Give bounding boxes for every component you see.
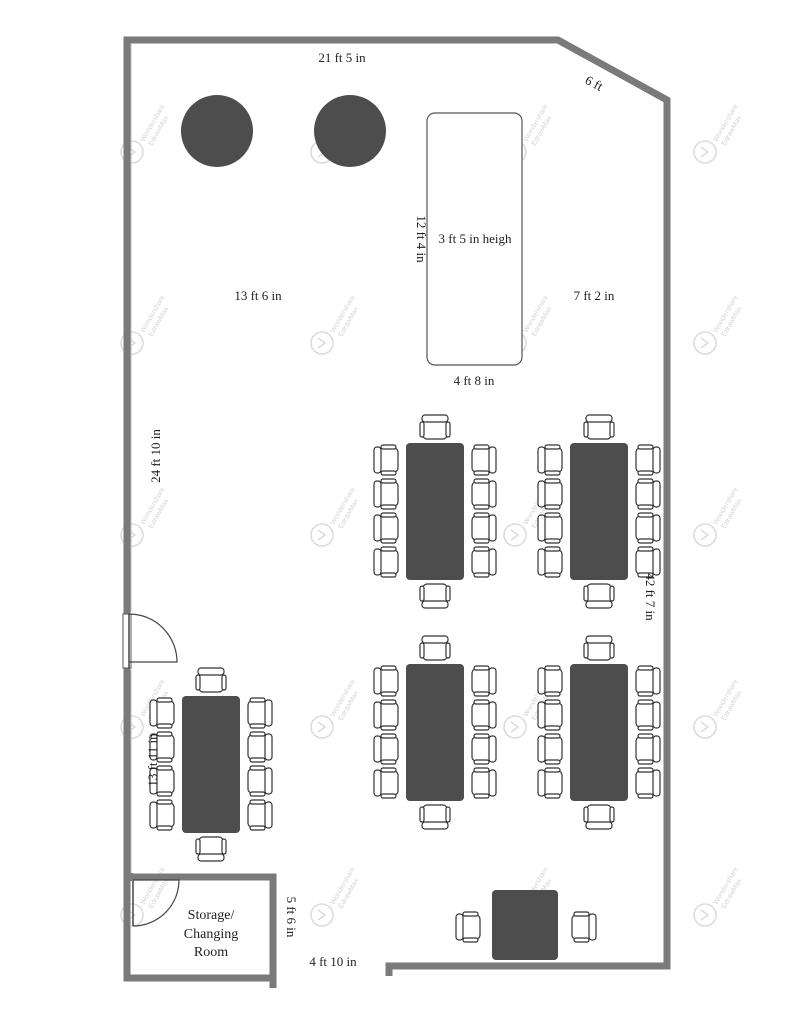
chair-7[interactable] (373, 546, 399, 578)
dim-left-offset: 13 ft 6 in (234, 288, 282, 303)
dim-stage-length: 12 ft 4 in (414, 215, 429, 263)
chair-32[interactable] (635, 665, 661, 697)
storage-room-label: Storage/ Changing Room (184, 908, 238, 960)
chair-34[interactable] (635, 699, 661, 731)
chair-3[interactable] (373, 478, 399, 510)
chair-15[interactable] (537, 512, 563, 544)
chair-12[interactable] (635, 444, 661, 476)
chair-31[interactable] (537, 665, 563, 697)
storage-door[interactable] (129, 873, 180, 927)
chair-13[interactable] (537, 478, 563, 510)
room-label-line3: Room (194, 945, 228, 960)
banquet-table-5[interactable] (182, 696, 240, 833)
dim-stage-height: 3 ft 5 in heigh (439, 231, 512, 246)
chair-6[interactable] (471, 512, 497, 544)
chair-48[interactable] (247, 799, 273, 831)
banquet-table-1[interactable] (406, 443, 464, 580)
dim-storage-width: 4 ft 10 in (309, 954, 357, 969)
chair-10[interactable] (419, 583, 451, 609)
chair-39[interactable] (583, 635, 615, 661)
chair-22[interactable] (471, 665, 497, 697)
stage[interactable] (426, 112, 523, 366)
chair-50[interactable] (195, 836, 227, 862)
square-table[interactable] (492, 890, 558, 960)
chair-11[interactable] (537, 444, 563, 476)
round-table-left[interactable] (181, 95, 253, 167)
chair-9[interactable] (419, 414, 451, 440)
chair-42[interactable] (247, 697, 273, 729)
chair-37[interactable] (537, 767, 563, 799)
chair-23[interactable] (373, 699, 399, 731)
chair-52[interactable] (571, 911, 597, 943)
main-door[interactable] (122, 613, 178, 669)
chair-27[interactable] (373, 767, 399, 799)
dim-right-wall: 42 ft 7 in (643, 573, 658, 621)
chair-26[interactable] (471, 733, 497, 765)
chair-4[interactable] (471, 478, 497, 510)
chair-30[interactable] (419, 804, 451, 830)
chair-40[interactable] (583, 804, 615, 830)
chair-8[interactable] (471, 546, 497, 578)
chair-2[interactable] (471, 444, 497, 476)
chair-33[interactable] (537, 699, 563, 731)
storage-wall (129, 873, 277, 986)
banquet-table-4[interactable] (570, 664, 628, 801)
chair-1[interactable] (373, 444, 399, 476)
dim-left-wall: 24 ft 10 in (148, 429, 163, 483)
chair-38[interactable] (635, 767, 661, 799)
room-label-line1: Storage/ (188, 908, 235, 923)
chair-46[interactable] (247, 765, 273, 797)
chair-20[interactable] (583, 583, 615, 609)
chair-14[interactable] (635, 478, 661, 510)
chair-25[interactable] (373, 733, 399, 765)
chair-41[interactable] (149, 697, 175, 729)
dim-storage-height: 5 ft 6 in (284, 897, 299, 938)
walls (123, 36, 671, 988)
chair-17[interactable] (537, 546, 563, 578)
chair-19[interactable] (583, 414, 615, 440)
chair-21[interactable] (373, 665, 399, 697)
chair-29[interactable] (419, 635, 451, 661)
chair-35[interactable] (537, 733, 563, 765)
chair-47[interactable] (149, 799, 175, 831)
chair-16[interactable] (635, 512, 661, 544)
banquet-table-3[interactable] (406, 664, 464, 801)
room-label-line2: Changing (184, 927, 238, 942)
dim-lower-left: 13 ft 11 in (145, 733, 160, 787)
dim-right-offset: 7 ft 2 in (574, 288, 615, 303)
chair-36[interactable] (635, 733, 661, 765)
round-table-right[interactable] (314, 95, 386, 167)
chair-24[interactable] (471, 699, 497, 731)
outer-wall (123, 36, 671, 976)
dim-stage-width: 4 ft 8 in (454, 373, 495, 388)
banquet-table-2[interactable] (570, 443, 628, 580)
dim-top-width: 21 ft 5 in (318, 50, 366, 65)
chair-5[interactable] (373, 512, 399, 544)
dim-corner: 6 ft (583, 72, 606, 94)
chair-44[interactable] (247, 731, 273, 763)
chair-51[interactable] (455, 911, 481, 943)
chair-49[interactable] (195, 667, 227, 693)
chair-28[interactable] (471, 767, 497, 799)
